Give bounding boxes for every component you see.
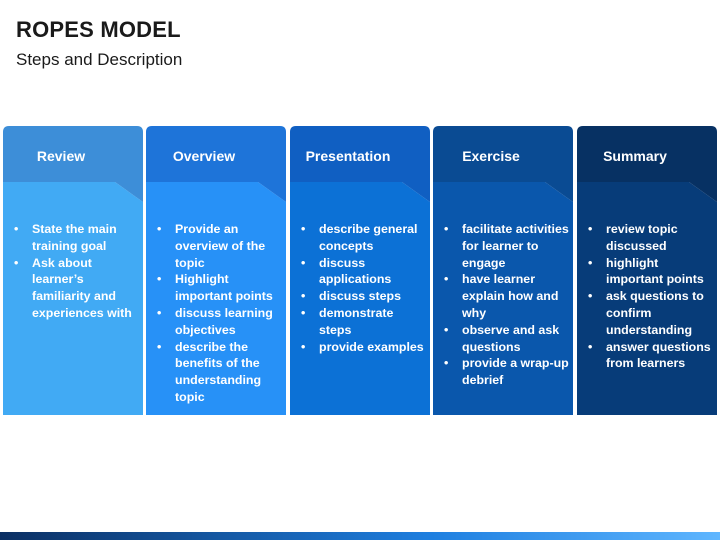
- column-summary: Summary review topic discussed highlight…: [577, 126, 717, 415]
- column-header: [433, 126, 573, 202]
- bullet-item: facilitate activities for learner to eng…: [443, 221, 571, 271]
- column-header: [290, 126, 430, 202]
- page-subtitle: Steps and Description: [16, 50, 183, 69]
- ropes-columns: Review State the main training goal Ask …: [3, 126, 717, 416]
- column-overview: Overview Provide an overview of the topi…: [146, 126, 286, 415]
- column-title: Exercise: [462, 148, 520, 164]
- bullet-item: Provide an overview of the topic: [156, 221, 284, 271]
- column-bullets: review topic discussed highlight importa…: [587, 221, 715, 372]
- bullet-item: highlight important points: [587, 255, 715, 289]
- bullet-item: discuss applications: [300, 255, 428, 289]
- bullet-item: review topic discussed: [587, 221, 715, 255]
- bullet-item: describe general concepts: [300, 221, 428, 255]
- column-title: Review: [36, 148, 86, 164]
- column-title: Summary: [603, 148, 667, 164]
- column-bullets: Provide an overview of the topic Highlig…: [156, 221, 284, 406]
- bullet-item: discuss steps: [300, 288, 428, 305]
- bullet-item: answer questions from learners: [587, 339, 715, 373]
- bullet-item: provide a wrap-up debrief: [443, 355, 571, 389]
- column-title: Presentation: [305, 148, 391, 164]
- bullet-item: Highlight important points: [156, 271, 284, 305]
- bullet-item: provide examples: [300, 339, 428, 356]
- bullet-item: discuss learning objectives: [156, 305, 284, 339]
- bullet-item: describe the benefits of the understandi…: [156, 339, 284, 406]
- bullet-item: demonstrate steps: [300, 305, 428, 339]
- bullet-item: observe and ask questions: [443, 322, 571, 356]
- bullet-item: Ask about learner’s familiarity and expe…: [13, 255, 141, 322]
- page-title: ROPES MODEL: [16, 17, 181, 42]
- column-review: Review State the main training goal Ask …: [3, 126, 143, 415]
- column-title: Overview: [172, 148, 236, 164]
- column-header: [3, 126, 143, 202]
- column-header: [146, 126, 286, 202]
- bullet-item: State the main training goal: [13, 221, 141, 255]
- column-bullets: State the main training goal Ask about l…: [13, 221, 141, 322]
- column-header: [577, 126, 717, 202]
- column-presentation: Presentation describe general concepts d…: [290, 126, 430, 415]
- column-bullets: facilitate activities for learner to eng…: [443, 221, 571, 389]
- column-bullets: describe general concepts discuss applic…: [300, 221, 428, 355]
- bullet-item: have learner explain how and why: [443, 271, 571, 321]
- footer-gradient-bar: [0, 532, 720, 540]
- column-exercise: Exercise facilitate activities for learn…: [433, 126, 573, 415]
- bullet-item: ask questions to confirm understanding: [587, 288, 715, 338]
